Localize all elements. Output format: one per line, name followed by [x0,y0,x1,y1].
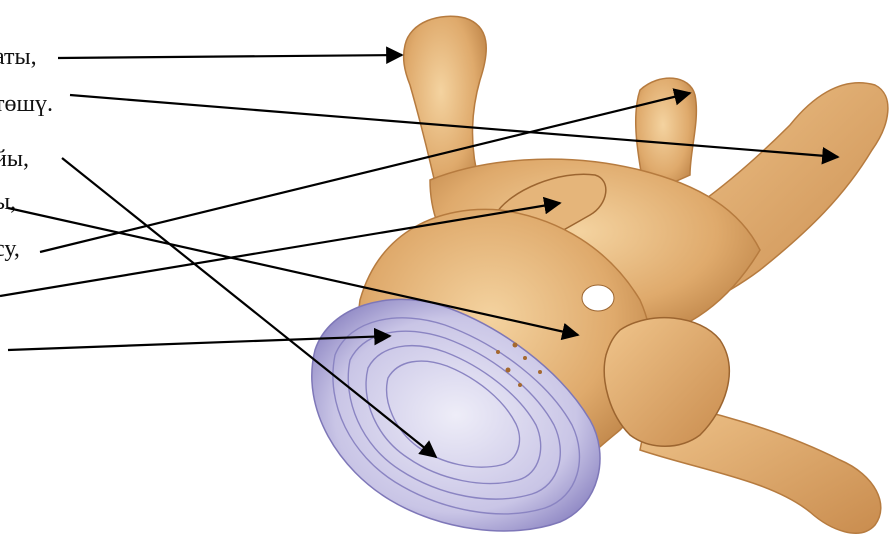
vertebral-foramen [582,285,614,311]
arrow-1 [58,55,402,58]
